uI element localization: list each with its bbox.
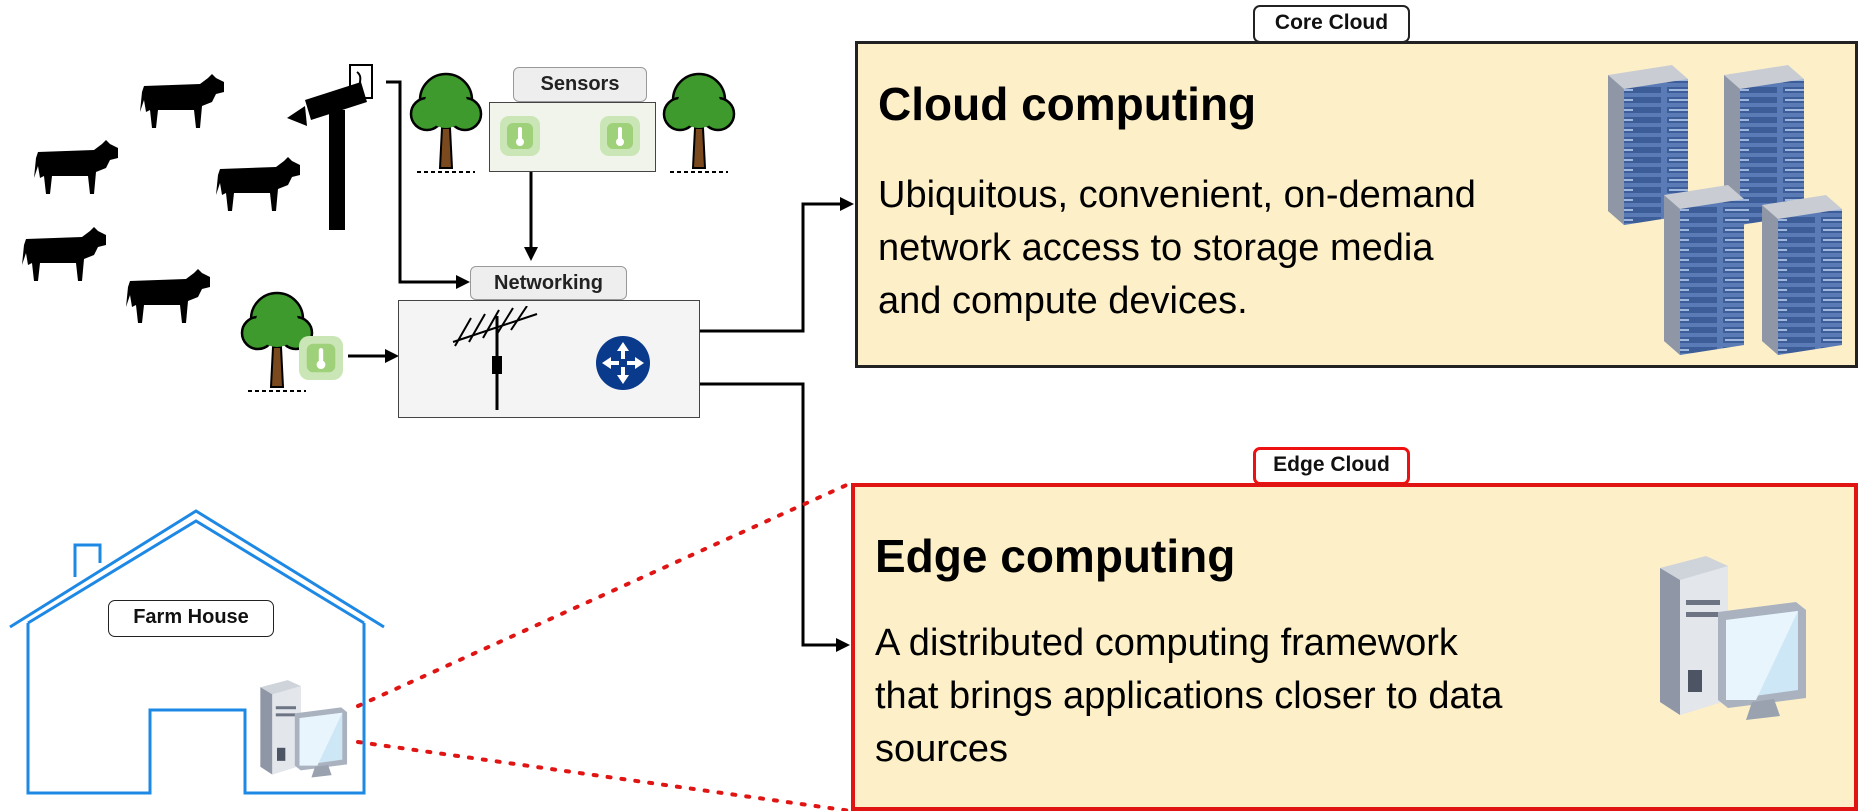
desktop-computer-icon (1660, 556, 1806, 720)
router-icon (596, 336, 650, 390)
thermometer-sensor-icon (299, 336, 343, 380)
cloud-computing-title: Cloud computing (878, 78, 1257, 130)
network-to-edge-arrow (700, 382, 850, 652)
cloud-computing-description: Ubiquitous, convenient, on-demand networ… (878, 169, 1476, 328)
house-icon (9, 509, 385, 795)
camera-to-networking-arrow (386, 80, 470, 289)
desktop-computer-icon (260, 680, 348, 778)
networking-box (398, 300, 700, 418)
sensors-label: Sensors (513, 67, 647, 102)
thermometer-sensor-icon (600, 116, 640, 156)
camera-icon (287, 64, 373, 230)
cow-icon (140, 74, 224, 128)
tree-icon (409, 72, 483, 173)
core-cloud-tag: Core Cloud (1253, 5, 1410, 43)
edge-desc-line: A distributed computing framework (875, 622, 1458, 664)
cow-icon (34, 140, 118, 194)
zoom-dotted-line-bottom (356, 740, 853, 811)
cow-icon (216, 157, 300, 211)
zoom-dotted-line-top (356, 481, 853, 708)
cloud-desc-line: network access to storage media (878, 227, 1434, 269)
cloud-desc-line: and compute devices. (878, 280, 1248, 322)
tree-icon (662, 72, 736, 173)
antenna-icon (452, 306, 538, 410)
networking-label: Networking (470, 266, 627, 300)
farm-house-label: Farm House (108, 600, 274, 637)
cloud-desc-line: Ubiquitous, convenient, on-demand (878, 174, 1476, 216)
network-to-cloud-arrow (700, 197, 854, 333)
edge-computing-description: A distributed computing framework that b… (875, 617, 1502, 776)
server-rack-icon (1608, 65, 1842, 355)
thermometer-sensor-icon (500, 116, 540, 156)
edge-desc-line: sources (875, 728, 1009, 770)
cow-icon (22, 227, 106, 281)
edge-computing-title: Edge computing (875, 530, 1236, 582)
edge-desc-line: that brings applications closer to data (875, 675, 1503, 717)
edge-cloud-tag: Edge Cloud (1253, 447, 1410, 485)
cow-icon (126, 269, 210, 323)
